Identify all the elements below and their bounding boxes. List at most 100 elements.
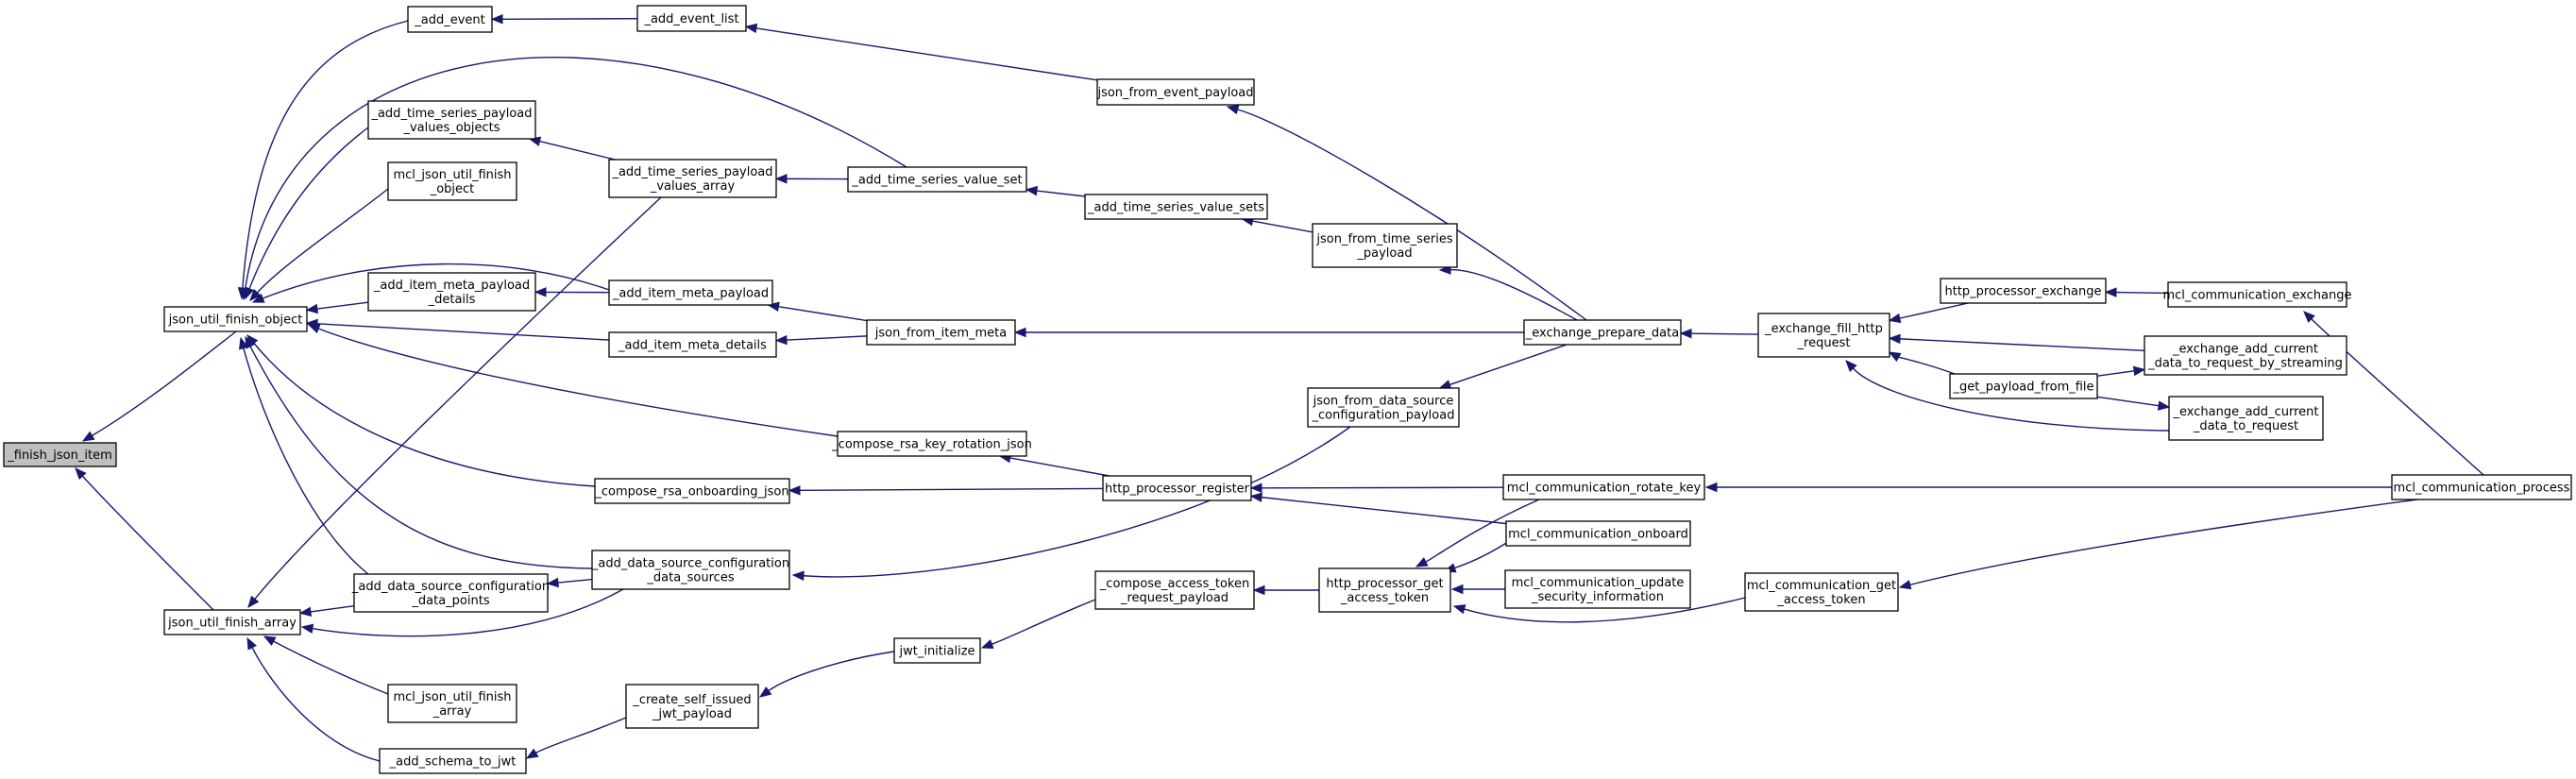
edge-n8-to-n1-arrowhead [240, 287, 250, 301]
edge-n32-to-n36-arrowhead [980, 639, 994, 649]
node-mcl-communication-process[interactable]: mcl_communication_process [2391, 474, 2572, 500]
node-box [636, 5, 747, 32]
node-label-line: _add_time_series_value_set [851, 174, 1022, 188]
node-box [594, 478, 790, 504]
node-box [163, 306, 308, 332]
node-add-data-source-configuration-data-sources[interactable]: _add_data_source_configuration_data_sour… [591, 550, 790, 590]
node-label-line: _details [428, 293, 476, 307]
node-json-from-event-payload[interactable]: json_from_event_payload [1096, 78, 1255, 106]
edge-n21-to-n20 [2096, 370, 2135, 377]
node-label-line: json_from_event_payload [1096, 86, 1253, 100]
node-label-line: _add_item_meta_payload [612, 287, 769, 301]
node-compose-rsa-key-rotation-json[interactable]: _compose_rsa_key_rotation_json [831, 431, 1032, 457]
node-add-data-source-configuration-data-points[interactable]: _add_data_source_configuration_data_poin… [351, 573, 550, 613]
edge-n25-to-n1 [253, 343, 596, 487]
node-box [837, 431, 1027, 457]
node-json-util-finish-object[interactable]: json_util_finish_object [163, 306, 308, 332]
edge-n17-to-n16 [1690, 332, 1759, 335]
edge-n29-to-n26 [1261, 496, 1507, 525]
node-add-event-list[interactable]: _add_event_list [636, 5, 747, 32]
node-http-processor-exchange[interactable]: http_processor_exchange [1940, 278, 2107, 304]
node-add-item-meta-details[interactable]: _add_item_meta_details [608, 331, 777, 358]
node-box [1504, 569, 1691, 609]
node-mcl-communication-get-access-token[interactable]: mcl_communication_get_access_token [1744, 572, 1899, 612]
edge-n30-to-n31 [557, 578, 593, 584]
node-mcl-json-util-finish-object[interactable]: mcl_json_util_finish_object [387, 161, 517, 201]
edge-n13-to-n1-arrowhead [251, 293, 265, 303]
node-json-from-time-series-payload[interactable]: json_from_time_series_payload [1312, 223, 1458, 268]
node-add-item-meta-payload-details[interactable]: _add_item_meta_payload_details [367, 272, 536, 312]
edge-n32-to-n36 [991, 599, 1096, 645]
edge-n22-to-n17 [1852, 367, 2170, 432]
node-create-self-issued-jwt-payload[interactable]: _create_self_issued_jwt_payload [625, 684, 759, 729]
edge-n16-to-n23 [1449, 344, 1568, 386]
edge-n13-to-n12-arrowhead [534, 287, 547, 297]
node-label-line: _add_item_meta_details [618, 339, 767, 353]
edge-n31-to-n1-arrowhead [238, 336, 249, 350]
node-add-time-series-value-set[interactable]: _add_time_series_value_set [847, 166, 1027, 193]
node-get-payload-from-file[interactable]: _get_payload_from_file [1949, 373, 2098, 399]
node-add-item-meta-payload[interactable]: _add_item_meta_payload [608, 279, 773, 306]
node-box [379, 748, 527, 774]
edge-n4-to-n3-arrowhead [490, 14, 503, 25]
node-add-time-series-payload-values-objects[interactable]: _add_time_series_payload_values_objects [367, 100, 536, 140]
node-box [1312, 223, 1458, 268]
node-mcl-communication-rotate-key[interactable]: mcl_communication_rotate_key [1502, 474, 1705, 500]
edge-n30-to-n2 [312, 588, 624, 637]
node-http-processor-register[interactable]: http_processor_register [1102, 475, 1252, 501]
node-jwt-initialize[interactable]: jwt_initialize [893, 637, 981, 664]
node-box [1102, 475, 1252, 501]
node-label-line: _payload [1356, 246, 1412, 261]
node-box [608, 159, 777, 198]
edge-n5-to-n4 [755, 27, 1098, 81]
node-label-line: _exchange_add_current [2172, 343, 2318, 357]
edge-n23-to-n30-arrowhead [791, 570, 805, 582]
node-mcl-communication-exchange[interactable]: mcl_communication_exchange [2162, 281, 2352, 308]
edge-n31-to-n2 [310, 605, 355, 613]
node-box [387, 684, 517, 723]
node-label-line: mcl_communication_get [1747, 579, 1896, 593]
edge-n28-to-n35 [1909, 499, 2418, 586]
node-box [1096, 78, 1255, 106]
edge-n21-to-n22-arrowhead [2157, 400, 2171, 411]
node-label-line: _jwt_payload [652, 707, 732, 721]
node-exchange-fill-http-request[interactable]: _exchange_fill_http_request [1757, 313, 1890, 358]
node-json-util-finish-array[interactable]: json_util_finish_array [163, 609, 301, 635]
node-label-line: _object [430, 182, 475, 196]
node-compose-rsa-onboarding-json[interactable]: _compose_rsa_onboarding_json [594, 478, 790, 504]
node-label-line: mcl_communication_update [1512, 576, 1685, 590]
node-compose-access-token-request-payload[interactable]: _compose_access_token_request_payload [1094, 570, 1255, 610]
edge-n38-to-n39-arrowhead [525, 748, 539, 759]
edge-n16-to-n15-arrowhead [1013, 327, 1026, 338]
node-box [1094, 570, 1255, 610]
node-add-time-series-payload-values-array[interactable]: _add_time_series_payload_values_array [608, 159, 777, 198]
node-label-line: _access_token [1340, 591, 1429, 605]
edge-n4-to-n3 [501, 18, 638, 20]
edge-n7-to-n6 [539, 140, 616, 161]
node-mcl-communication-update-security-information[interactable]: mcl_communication_update_security_inform… [1504, 569, 1691, 609]
node-exchange-add-current-data-to-request[interactable]: _exchange_add_current_data_to_request [2168, 396, 2324, 441]
edge-n34-to-n33-arrowhead [1450, 584, 1464, 595]
node-mcl-communication-onboard[interactable]: mcl_communication_onboard [1505, 520, 1691, 547]
edge-n28-to-n35-arrowhead [1898, 580, 1912, 590]
edge-n20-to-n17-arrowhead [1888, 333, 1901, 345]
node-finish-json-item[interactable]: _finish_json_item [3, 442, 117, 467]
node-label-line: _add_event_list [643, 12, 738, 26]
node-json-from-item-meta[interactable]: json_from_item_meta [866, 319, 1016, 346]
node-label-line: _get_payload_from_file [1952, 381, 2093, 395]
node-http-processor-get-access-token[interactable]: http_processor_get_access_token [1318, 567, 1451, 613]
node-exchange-add-current-data-to-request-by-streaming[interactable]: _exchange_add_current_data_to_request_by… [2144, 335, 2347, 376]
node-json-from-data-source-configuration-payload[interactable]: json_from_data_source_configuration_payl… [1307, 387, 1460, 428]
node-box [2168, 396, 2324, 441]
edge-n8-to-n1 [244, 57, 907, 290]
node-add-time-series-value-sets[interactable]: _add_time_series_value_sets [1084, 194, 1268, 220]
node-label-line: _values_objects [402, 121, 500, 135]
node-add-event[interactable]: _add_event [407, 6, 493, 33]
node-exchange-prepare-data[interactable]: _exchange_prepare_data [1523, 319, 1682, 346]
node-label-line: _compose_rsa_key_rotation_json [831, 438, 1032, 452]
node-mcl-json-util-finish-array[interactable]: mcl_json_util_finish_array [387, 684, 517, 723]
edge-n30-to-n31-arrowhead [546, 577, 559, 588]
node-label-line: mcl_communication_rotate_key [1507, 482, 1702, 496]
node-box [608, 279, 773, 306]
node-add-schema-to-jwt[interactable]: _add_schema_to_jwt [379, 748, 527, 774]
